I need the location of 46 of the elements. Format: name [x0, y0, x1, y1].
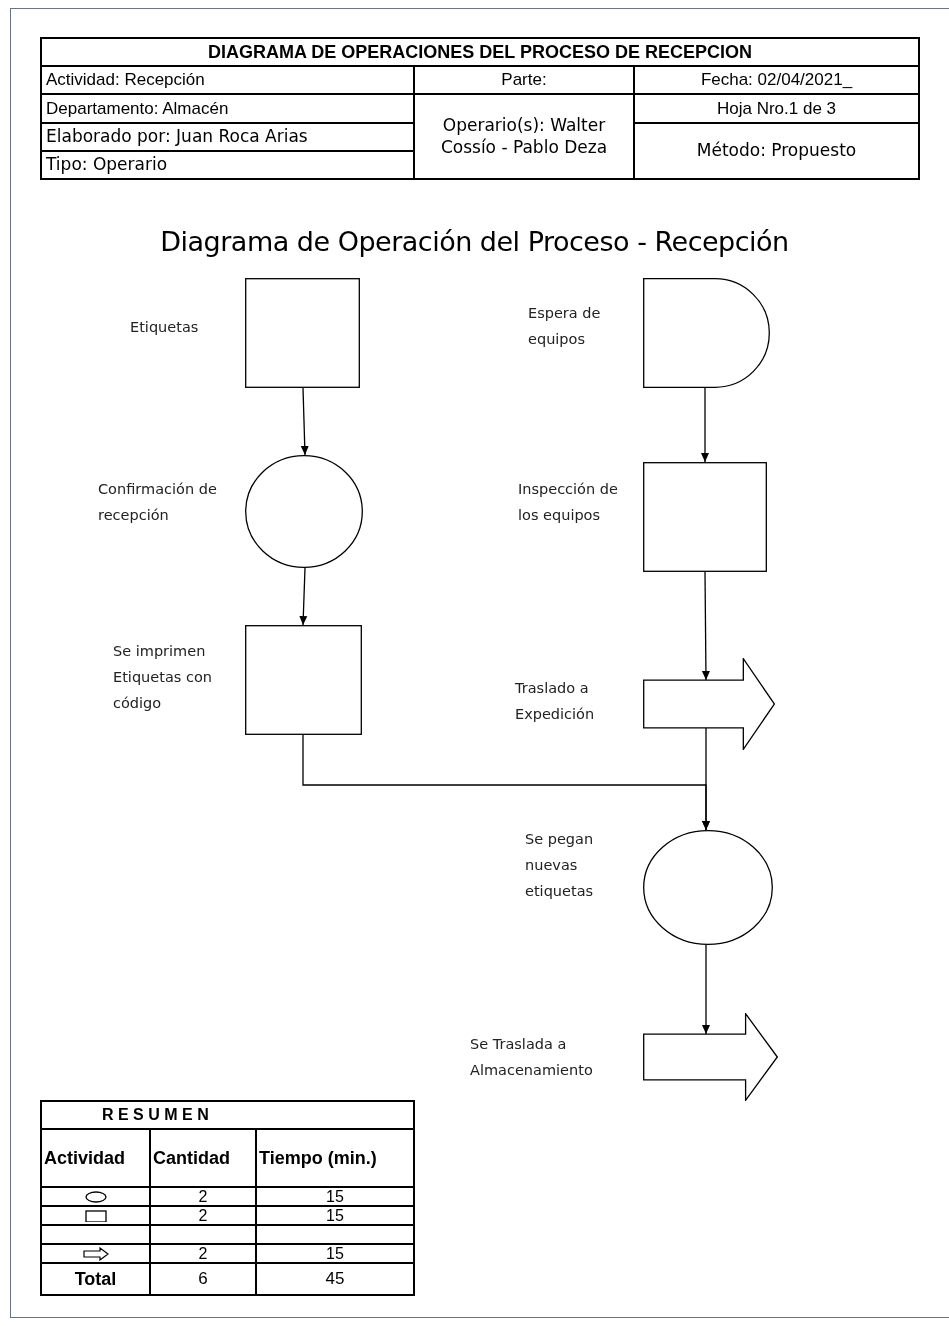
header-cell: Elaborado por: Juan Roca Arias [42, 124, 413, 150]
header-cell: Método: Propuesto [635, 124, 918, 178]
table-cell: 15 [326, 1207, 344, 1224]
delay-shape [643, 278, 770, 388]
table-cell: 15 [326, 1245, 344, 1262]
header-cell: Parte: [415, 67, 633, 93]
header-cell: Departamento: Almacén [42, 95, 413, 122]
step-label: Etiquetas [130, 318, 200, 337]
step-label: Inspección de los equipos [518, 480, 618, 525]
operation-box [643, 462, 767, 572]
table-cell: 6 [151, 1264, 255, 1294]
column-header: Tiempo (min.) [257, 1130, 413, 1186]
column-header: Actividad [42, 1130, 149, 1186]
diagram-title: Diagrama de Operación del Proceso - Recepción [159, 225, 790, 259]
table-cell: 2 [198, 1188, 208, 1205]
table-cell: Total [42, 1264, 149, 1294]
connector-arrow [300, 387, 309, 456]
operation-circle [643, 830, 773, 945]
table-cell: 2 [198, 1207, 208, 1224]
step-label: Se pegan nuevas etiquetas [525, 830, 595, 901]
column-header: Cantidad [151, 1130, 255, 1186]
step-label: Se imprimen Etiquetas con código [113, 642, 213, 713]
header-cell: Operario(s): Walter Cossío - Pablo Deza [415, 95, 633, 178]
connector-arrow [701, 571, 710, 681]
header-cell: Hoja Nro.1 de 3 [635, 95, 918, 122]
step-label: Traslado a Expedición [515, 679, 596, 724]
step-label: Confirmación de recepción [98, 480, 218, 525]
table-cell: 2 [198, 1245, 208, 1262]
table-title: R E S U M E N [42, 1102, 413, 1128]
connector-arrow [702, 944, 710, 1035]
table-title: DIAGRAMA DE OPERACIONES DEL PROCESO DE RECEPCION [42, 39, 918, 65]
transport-arrow [643, 1013, 778, 1101]
table-cell: 45 [257, 1264, 413, 1294]
header-cell: Tipo: Operario [42, 152, 413, 178]
operation-box [245, 625, 362, 735]
transport-arrow [643, 658, 775, 750]
header-cell: Actividad: Recepción [42, 67, 413, 93]
connector-arrow [701, 387, 709, 463]
step-label: Se Traslada a Almacenamiento [470, 1035, 594, 1080]
header-cell: Fecha: 02/04/2021_ [635, 67, 918, 93]
connector-arrow [702, 727, 710, 831]
table-cell: 15 [326, 1188, 344, 1205]
connector-arrow [299, 567, 308, 626]
operation-box [245, 278, 360, 388]
operation-circle [245, 455, 363, 568]
step-label: Espera de equipos [528, 304, 602, 349]
